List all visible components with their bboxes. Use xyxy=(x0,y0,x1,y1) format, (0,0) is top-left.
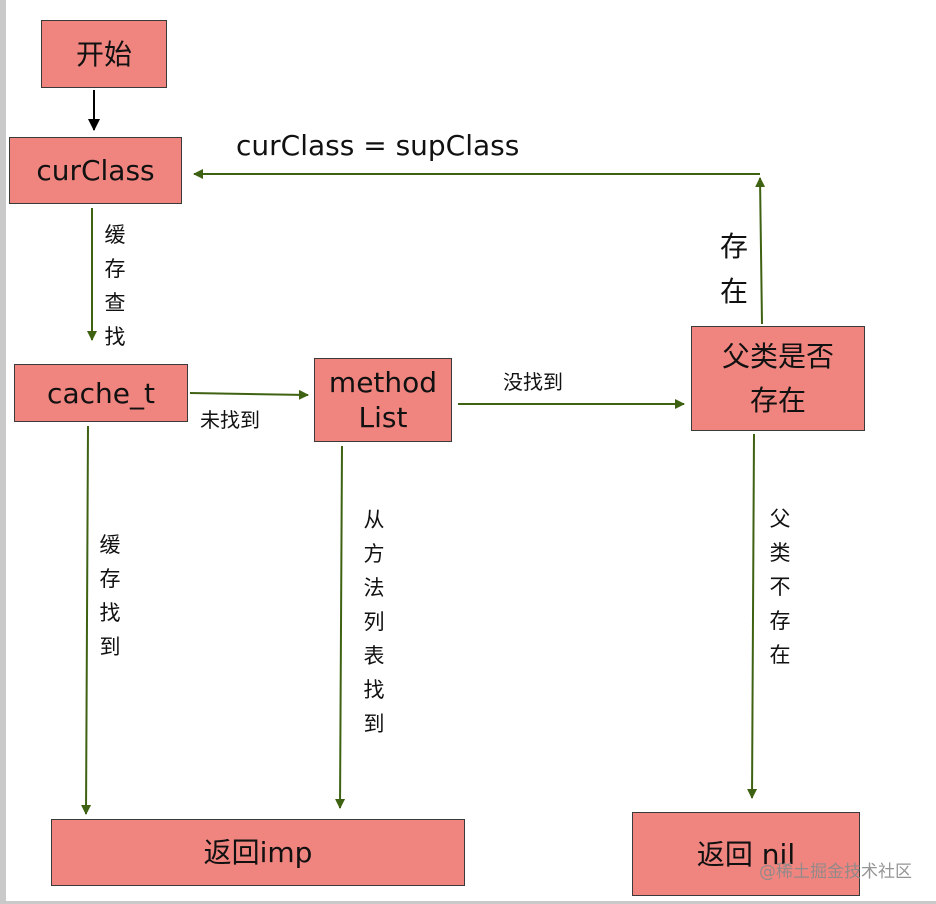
arrow-cache-to-methodlist xyxy=(189,389,309,400)
edge-label-not-found: 未找到 xyxy=(200,408,260,432)
watermark: @稀土掘金技术社区 xyxy=(759,862,912,882)
node-method-list: method List xyxy=(314,358,452,442)
arrow-cache-to-return-imp xyxy=(81,425,92,815)
node-cache-t-label: cache_t xyxy=(47,376,155,410)
node-method-list-label: method List xyxy=(328,366,438,434)
edge-label-cache-lookup: 缓存查找 xyxy=(104,223,126,349)
node-parent-exists: 父类是否存在 xyxy=(691,326,865,431)
arrow-parent-to-return-nil xyxy=(747,433,758,799)
edge-label-parent-not-exists: 父类不存在 xyxy=(769,507,791,667)
node-parent-exists-label: 父类是否存在 xyxy=(721,339,834,417)
node-return-imp: 返回imp xyxy=(51,819,465,886)
edge-label-method-found: 从方法列表找到 xyxy=(363,508,385,736)
node-start: 开始 xyxy=(41,20,167,88)
edge-label-exists: 存在 xyxy=(719,230,748,308)
edge-label-assign: curClass = supClass xyxy=(236,129,520,162)
node-cur-class-label: curClass xyxy=(36,154,155,187)
node-cur-class: curClass xyxy=(9,137,182,204)
arrow-parent-up xyxy=(755,177,766,325)
node-return-nil-label: 返回 nil xyxy=(696,837,796,871)
node-return-nil: 返回 nil xyxy=(632,812,860,896)
node-cache-t: cache_t xyxy=(14,364,188,422)
bottom-window-edge xyxy=(0,901,936,904)
left-window-edge xyxy=(0,0,6,904)
node-return-imp-label: 返回imp xyxy=(203,836,313,869)
edge-label-not-found-2: 没找到 xyxy=(503,370,563,394)
edge-label-cache-found: 缓存找到 xyxy=(99,533,121,659)
arrow-methodlist-to-return-imp xyxy=(335,445,346,809)
node-start-label: 开始 xyxy=(75,37,132,71)
